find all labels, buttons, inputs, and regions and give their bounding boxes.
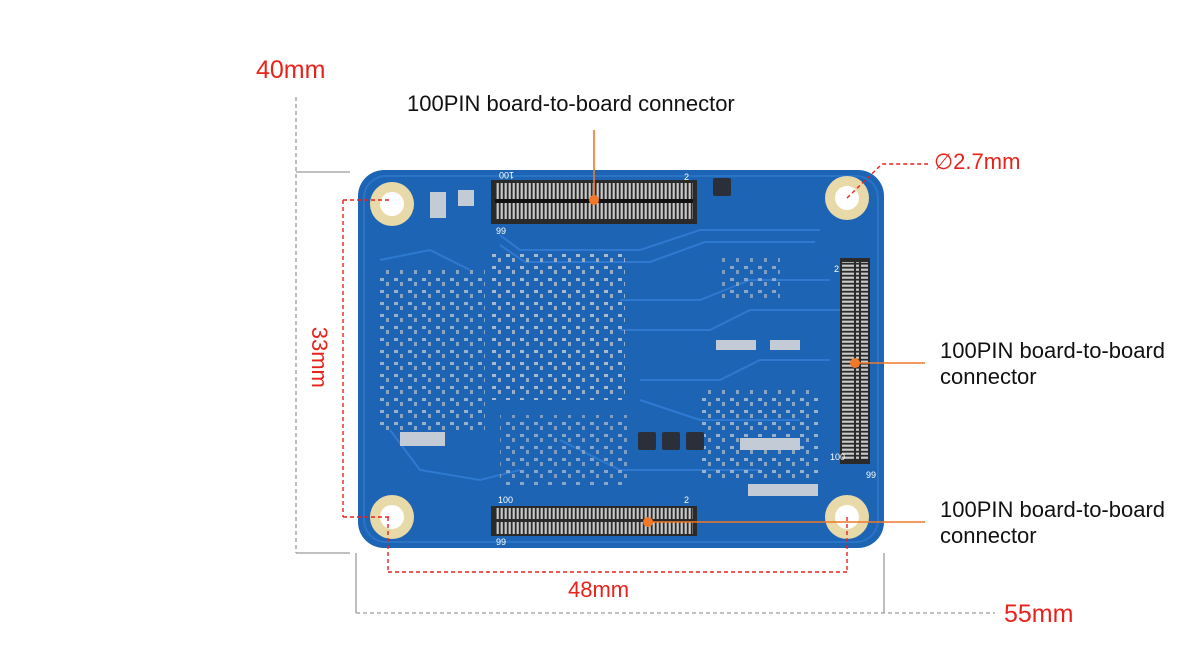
- component-field: [700, 390, 820, 480]
- mounting-hole-top-left: [370, 182, 414, 226]
- silk-bottom-pin-a: 100: [498, 495, 513, 505]
- height-dimension-label: 40mm: [256, 56, 326, 84]
- bottom-connector-label-line1: 100PIN board-to-board: [940, 497, 1166, 522]
- silk-top-pin-a: 100: [499, 170, 514, 180]
- top-connector-label: 100PIN board-to-board connector: [407, 91, 735, 116]
- mounting-hole-bottom-left: [370, 495, 414, 539]
- silkscreen-labels: 100 2 99 2 100 99 100 2 99: [496, 170, 876, 547]
- smd-rows: [400, 190, 818, 496]
- bottom-connector-label-line2: connector: [940, 523, 1037, 548]
- silk-right-pin-b: 100: [830, 452, 845, 462]
- silk-bottom-pin-b: 2: [684, 495, 689, 505]
- connector-bottom: [491, 506, 697, 536]
- hole-vertical-spacing-label: 33mm: [306, 326, 332, 388]
- guide-lines: [295, 97, 995, 614]
- pcb-board: [358, 170, 884, 548]
- right-connector-label-line1: 100PIN board-to-board: [940, 338, 1166, 363]
- right-connector-label-line2: connector: [940, 364, 1037, 389]
- top-connector-dot: [589, 195, 599, 205]
- hole-horizontal-spacing-label: 48mm: [568, 577, 630, 602]
- silk-top-pin-b: 2: [684, 172, 689, 182]
- component-field: [490, 250, 625, 400]
- silk-bottom-pin-c: 99: [496, 537, 506, 547]
- connector-right: [840, 258, 870, 464]
- component-field: [375, 270, 485, 430]
- width-dimension-label: 55mm: [1004, 600, 1074, 628]
- component-field: [500, 415, 630, 485]
- leader-dots: [589, 195, 860, 527]
- leader-lines: [593, 130, 925, 523]
- silk-right-pin-a: 2: [834, 264, 839, 274]
- bottom-connector-dot: [643, 517, 653, 527]
- right-connector-dot: [850, 358, 860, 368]
- dimension-lines: [342, 163, 928, 573]
- hole-diameter-leader: [846, 163, 928, 199]
- connector-top: [491, 180, 697, 224]
- component-field: [720, 258, 780, 298]
- silk-right-pin-c: 99: [866, 470, 876, 480]
- silk-top-pin-c: 99: [496, 226, 506, 236]
- ic-chips: [638, 178, 731, 450]
- hole-diameter-label: ∅2.7mm: [934, 149, 1021, 174]
